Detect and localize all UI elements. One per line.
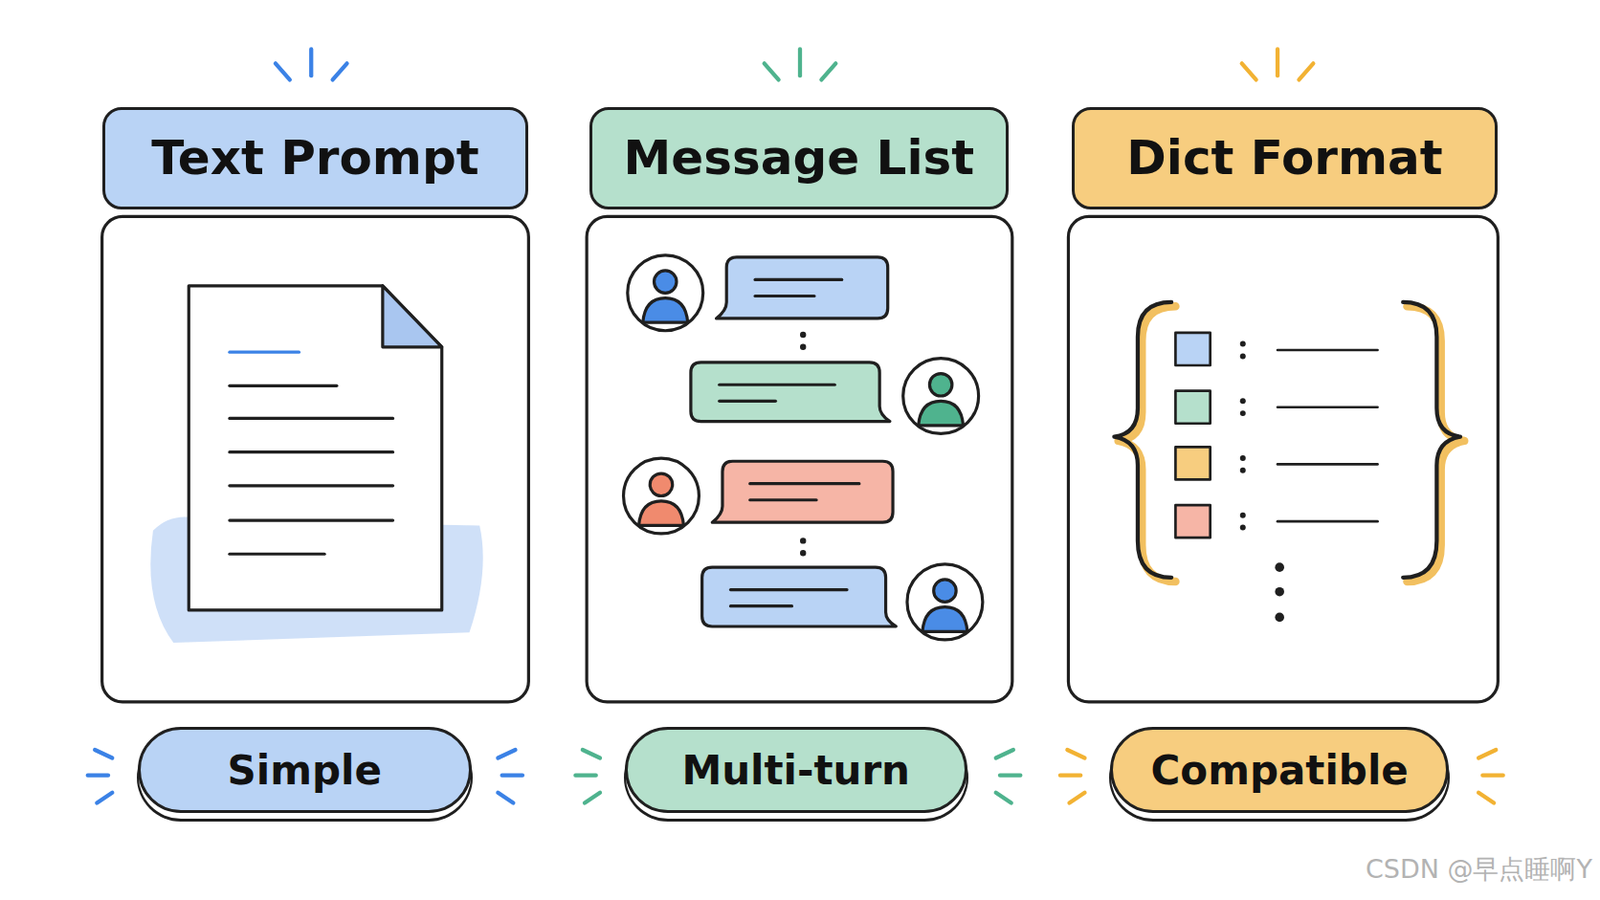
tag-pill: Compatible	[1110, 727, 1449, 814]
box-label: Compatible	[1151, 747, 1409, 795]
box-label: Dict Format	[1126, 130, 1443, 186]
header-box: Message List	[589, 107, 1008, 210]
header-box: Dict Format	[1071, 107, 1499, 210]
box-label: Message List	[623, 130, 976, 186]
tag-pill: Multi-turn	[624, 727, 968, 814]
document-icon	[150, 286, 483, 644]
box-label: Multi-turn	[681, 747, 911, 795]
dict-icon	[1113, 302, 1465, 623]
panel	[1067, 216, 1498, 703]
watermark: CSDN @早点睡啊Y	[1365, 852, 1593, 888]
header-box: Text Prompt	[102, 107, 530, 210]
tag-pill: Simple	[137, 727, 472, 814]
panel	[586, 216, 1013, 703]
box-label: Simple	[227, 747, 382, 795]
box-label: Text Prompt	[151, 130, 479, 186]
panel	[102, 216, 530, 703]
chat-icon	[623, 255, 983, 641]
